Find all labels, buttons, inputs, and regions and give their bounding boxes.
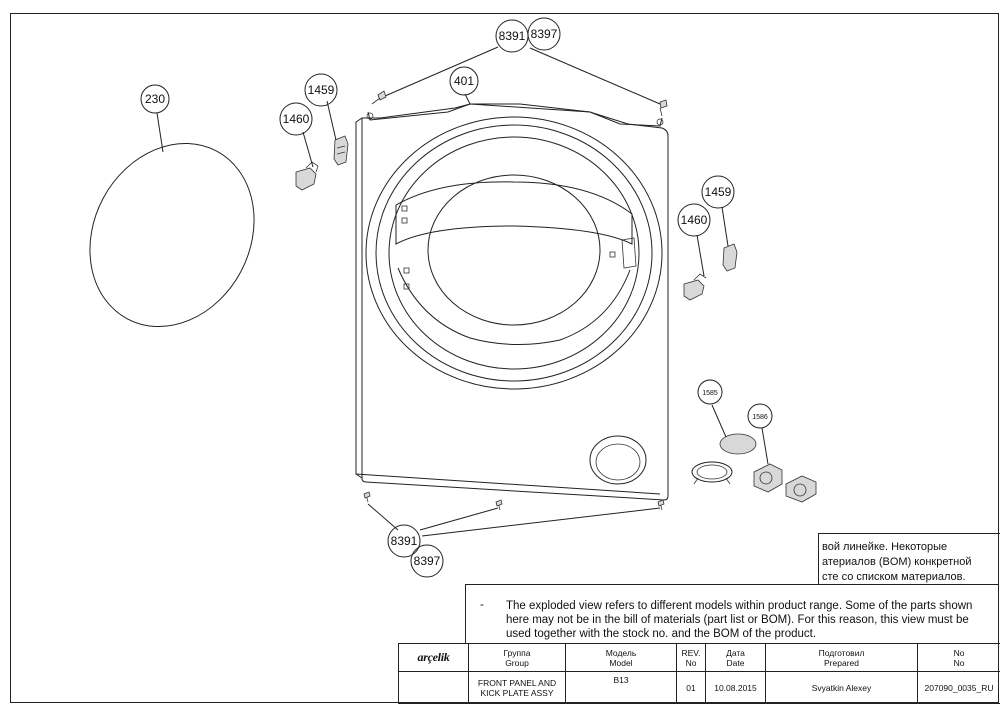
callout-8391-top-label: 8391 [499, 29, 526, 43]
callout-8391-bottom-label: 8391 [391, 534, 418, 548]
prepared-header: Подготовил Prepared [765, 643, 918, 672]
rev-header-2: No [685, 657, 697, 668]
notes-en-text: The exploded view refers to different mo… [506, 600, 973, 640]
arcelik-logo: arçelik [417, 650, 450, 664]
callout-1460-right-label: 1460 [681, 213, 708, 227]
callout-1585-label: 1585 [702, 390, 718, 397]
callout-8397-top-label: 8397 [531, 27, 558, 41]
part-1586-hatch-lock [753, 463, 817, 503]
callout-1460-left-label: 1460 [283, 112, 310, 126]
logo-blank-cell [398, 671, 469, 704]
notes-english: - The exploded view refers to different … [465, 584, 999, 644]
model-value: B13 [565, 671, 677, 704]
prepared-value: Svyatkin Alexey [765, 671, 918, 704]
part-1459-right-hinge [722, 243, 738, 272]
prepared-header-ru: Подготовил [818, 647, 865, 658]
callout-8397-bottom-label: 8397 [414, 554, 441, 568]
model-header-ru: Модель [605, 647, 637, 658]
part-401-front-panel [355, 103, 669, 501]
document-number: 207090_0035_RU [917, 671, 1000, 704]
model-header: Модель Model [565, 643, 677, 672]
notes-bullet: - [480, 599, 484, 611]
part-230-door-seal [89, 142, 255, 328]
brand-logo: arçelik [398, 643, 469, 672]
callout-1460-left [279, 102, 313, 136]
no-header: No No [917, 643, 1000, 672]
callout-1459-left [304, 73, 338, 107]
part-1460-right-hook [683, 273, 707, 301]
group-header-ru: Группа [503, 647, 531, 658]
rev-value: 01 [676, 671, 706, 704]
screw-bottom-middle [495, 499, 503, 511]
notes-russian: вой линейке. Некоторые атериалов (BOM) к… [822, 540, 1000, 584]
callout-401 [449, 66, 479, 96]
callout-1460-right [677, 203, 711, 237]
callout-1586-label: 1586 [752, 414, 768, 421]
screw-bottom-right [657, 499, 665, 511]
date-header-en: Date [726, 657, 745, 668]
callout-8397-top [527, 17, 561, 51]
notes-box-border [818, 533, 1000, 585]
callout-8391-bottom [387, 524, 421, 558]
callout-1586 [747, 403, 773, 429]
callout-401-label: 401 [454, 74, 474, 88]
model-header-en: Model [609, 657, 633, 668]
group-value-line1: FRONT PANEL AND [477, 677, 557, 688]
callout-1459-right [701, 175, 735, 209]
rev-header-1: REV. [681, 647, 701, 658]
screw-top-right [659, 99, 668, 117]
group-value-line2: KICK PLATE ASSY [480, 687, 554, 698]
notes-ru-line: сте со списком материалов. [822, 571, 966, 583]
date-header-ru: Дата [726, 647, 745, 658]
group-value: FRONT PANEL AND KICK PLATE ASSY [468, 671, 566, 704]
callout-230-label: 230 [145, 92, 165, 106]
callout-1585 [697, 379, 723, 405]
callout-8397-bottom [410, 544, 444, 578]
title-block: arçelik Группа Group Модель Model REV. N… [398, 643, 1000, 704]
rev-header: REV. No [676, 643, 706, 672]
screw-bottom-left [363, 491, 371, 503]
no-header-en: No [953, 657, 965, 668]
group-header-en: Group [505, 657, 529, 668]
date-value: 10.08.2015 [705, 671, 766, 704]
notes-ru-line: атериалов (BOM) конкретной [822, 556, 972, 568]
screw-top-left [371, 90, 387, 105]
group-header: Группа Group [468, 643, 566, 672]
callout-1459-right-label: 1459 [705, 185, 732, 199]
date-header: Дата Date [705, 643, 766, 672]
part-1585-hatch-cover [691, 433, 757, 485]
callout-230 [140, 84, 170, 114]
part-1459-left-hinge [333, 135, 349, 166]
prepared-header-en: Prepared [824, 657, 859, 668]
no-header-ru: No [953, 647, 965, 658]
notes-ru-line: вой линейке. Некоторые [822, 541, 948, 553]
part-1460-left-hook [295, 161, 319, 191]
callout-1459-left-label: 1459 [308, 83, 335, 97]
